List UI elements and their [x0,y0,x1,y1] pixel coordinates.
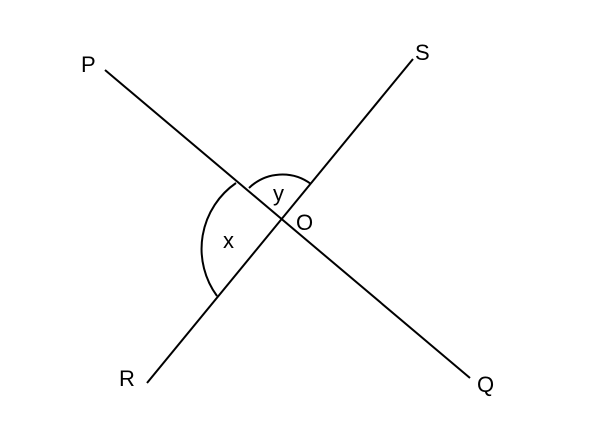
angle-label-y: y [273,181,284,206]
angle-label-x: x [223,228,234,253]
point-label-p: P [81,52,96,77]
line-pq [104,69,471,379]
point-label-o: O [296,210,313,235]
angle-y-arc [248,173,312,189]
point-label-r: R [119,366,135,391]
angle-x-arc [200,182,237,297]
point-label-q: Q [477,372,494,397]
point-label-s: S [415,40,430,65]
line-rs [146,58,414,384]
